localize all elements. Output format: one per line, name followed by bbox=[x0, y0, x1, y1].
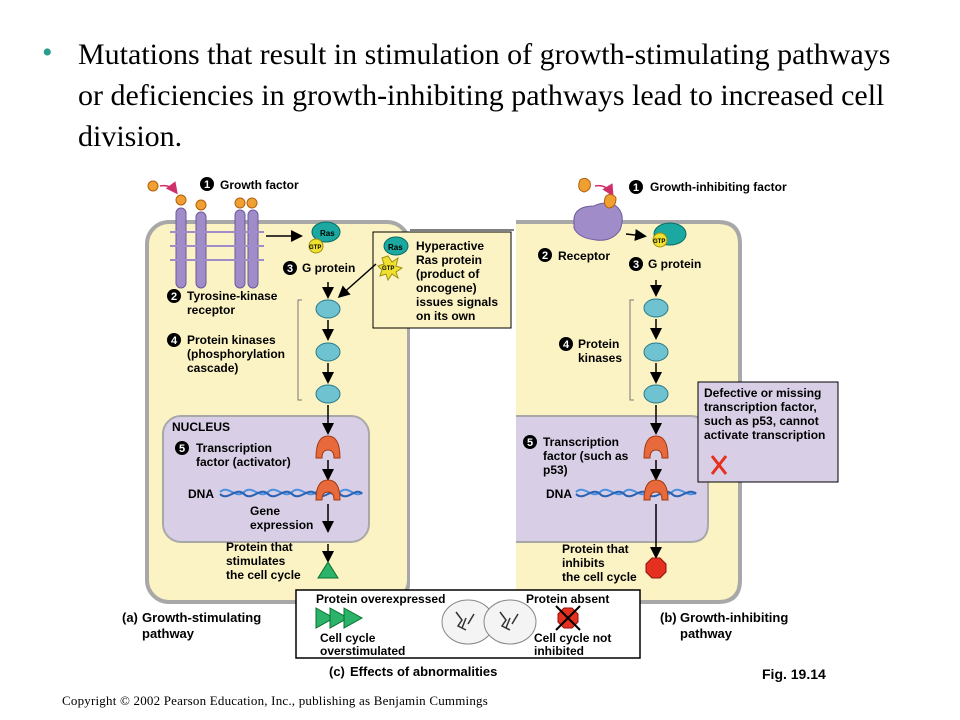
left-step5-line2: factor (activator) bbox=[196, 455, 291, 469]
overstimulation-triangles-icon bbox=[315, 607, 364, 629]
right-step1-number: 1 bbox=[633, 182, 639, 194]
right-step5-line1: Transcription bbox=[543, 435, 619, 449]
right-caption-line2: pathway bbox=[680, 626, 733, 641]
hyper-line5: issues signals bbox=[416, 295, 498, 309]
right-step2-label: Receptor bbox=[558, 249, 610, 263]
right-step4-line2: kinases bbox=[578, 351, 622, 365]
defect-line2: transcription factor, bbox=[704, 400, 817, 414]
right-step4-number: 4 bbox=[563, 339, 570, 351]
left-step4-number: 4 bbox=[171, 335, 178, 347]
hyper-line4: oncogene) bbox=[416, 281, 477, 295]
overexpressed-label: Protein overexpressed bbox=[316, 592, 445, 606]
dividing-cell-icon bbox=[441, 599, 537, 645]
defective-factor-box bbox=[697, 381, 839, 483]
notinhib-line1: Cell cycle not bbox=[534, 631, 611, 645]
right-step1-label: Growth-inhibiting factor bbox=[650, 180, 787, 194]
left-protein-line3: the cell cycle bbox=[226, 568, 301, 582]
left-step4-line1: Protein kinases bbox=[187, 333, 276, 347]
inhibitor-receptor bbox=[573, 202, 623, 241]
hyper-gtp-label: GTP bbox=[382, 266, 394, 272]
overstim-line2: overstimulated bbox=[320, 644, 405, 658]
left-nucleus-label: NUCLEUS bbox=[172, 420, 230, 434]
right-protein-line1: Protein that bbox=[562, 542, 629, 556]
tyrosine-kinase-receptor bbox=[170, 207, 264, 289]
right-caption-letter: (b) bbox=[660, 610, 677, 625]
copyright-notice: Copyright © 2002 Pearson Education, Inc.… bbox=[62, 693, 488, 708]
left-ras-label: Ras bbox=[320, 229, 335, 238]
stimulating-protein-triangle bbox=[317, 561, 339, 579]
right-protein-line2: inhibits bbox=[562, 556, 605, 570]
left-gtp-label: GTP bbox=[309, 245, 321, 251]
protein-kinase bbox=[315, 384, 341, 404]
dna-strand bbox=[219, 488, 363, 496]
left-step4-line3: cascade) bbox=[187, 361, 238, 375]
effects-caption-letter: (c) bbox=[329, 664, 345, 679]
defect-line4: activate transcription bbox=[704, 428, 825, 442]
left-step3-number: 3 bbox=[287, 263, 293, 275]
left-step2-line1: Tyrosine-kinase bbox=[187, 289, 278, 303]
right-step5-line2: factor (such as bbox=[543, 449, 629, 463]
hyper-ras-label: Ras bbox=[388, 243, 403, 252]
inhibiting-protein-octagon bbox=[645, 557, 667, 579]
left-step2-line2: receptor bbox=[187, 303, 235, 317]
left-dna-label: DNA bbox=[188, 487, 214, 501]
overstim-line1: Cell cycle bbox=[320, 631, 376, 645]
hyper-line3: (product of bbox=[416, 267, 480, 281]
right-step5-line3: p53) bbox=[543, 463, 568, 477]
hyper-line1: Hyperactive bbox=[416, 239, 484, 253]
left-step5-number: 5 bbox=[179, 443, 185, 455]
gene-expression-line1: Gene bbox=[250, 504, 280, 518]
bullet-symbol: • bbox=[42, 36, 53, 69]
growth-factor-molecule bbox=[147, 180, 159, 192]
right-step5-number: 5 bbox=[527, 437, 533, 449]
left-caption-letter: (a) bbox=[122, 610, 138, 625]
protein-kinase bbox=[315, 299, 341, 319]
notinhib-line2: inhibited bbox=[534, 644, 584, 658]
right-gtp-label: GTP bbox=[653, 239, 665, 245]
gene-expression-line2: expression bbox=[250, 518, 313, 532]
hyper-line6: on its own bbox=[416, 309, 475, 323]
right-caption-line1: Growth-inhibiting bbox=[680, 610, 788, 625]
right-dna-label: DNA bbox=[546, 487, 572, 501]
growth-factor-bound bbox=[175, 194, 187, 206]
protein-kinase bbox=[315, 342, 341, 362]
bullet-text: Mutations that result in stimulation of … bbox=[78, 38, 891, 153]
right-step2-number: 2 bbox=[542, 250, 548, 262]
left-caption-line1: Growth-stimulating bbox=[142, 610, 261, 625]
right-protein-line3: the cell cycle bbox=[562, 570, 637, 584]
right-step4-line1: Protein bbox=[578, 337, 619, 351]
left-protein-line2: stimulates bbox=[226, 554, 286, 568]
growth-inhibiting-factor bbox=[578, 177, 591, 193]
gtp-icon bbox=[308, 238, 324, 254]
left-step2-number: 2 bbox=[171, 291, 177, 303]
left-step4-line2: (phosphorylation bbox=[187, 347, 285, 361]
effects-caption: Effects of abnormalities bbox=[350, 664, 497, 679]
defect-line3: such as p53, cannot bbox=[704, 414, 819, 428]
absent-protein-icon bbox=[555, 605, 581, 631]
left-caption-line2: pathway bbox=[142, 626, 195, 641]
hyper-line2: Ras protein bbox=[416, 253, 482, 267]
right-step3-number: 3 bbox=[633, 259, 639, 271]
left-step1-number: 1 bbox=[204, 179, 210, 191]
right-step3-label: G protein bbox=[648, 257, 701, 271]
gtp-burst bbox=[377, 255, 404, 282]
left-step3-label: G protein bbox=[302, 261, 355, 275]
transcription-activator bbox=[315, 435, 341, 459]
blocked-x-icon bbox=[710, 455, 728, 475]
defect-line1: Defective or missing bbox=[704, 386, 821, 400]
left-step5-line1: Transcription bbox=[196, 441, 272, 455]
left-step1-label: Growth factor bbox=[220, 178, 299, 192]
figure-label: Fig. 19.14 bbox=[762, 666, 826, 682]
absent-label: Protein absent bbox=[526, 592, 609, 606]
ras-protein bbox=[311, 221, 341, 243]
left-protein-line1: Protein that bbox=[226, 540, 293, 554]
